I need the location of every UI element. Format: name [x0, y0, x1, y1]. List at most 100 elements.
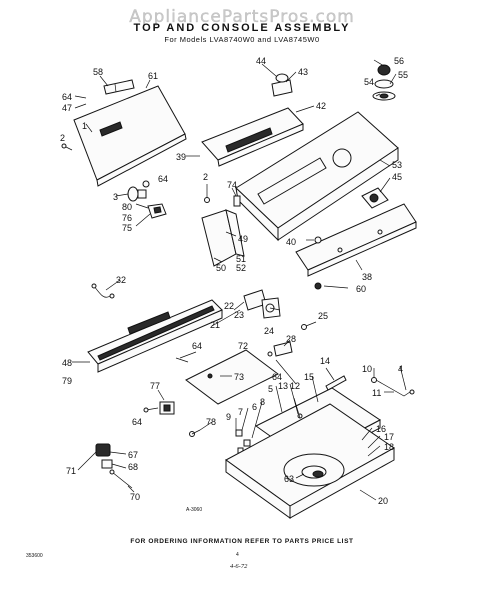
callout-21: 21	[210, 320, 220, 330]
callout-74: 74	[227, 180, 237, 190]
part-knob	[127, 180, 150, 202]
part-clamp	[271, 73, 293, 97]
part-screw	[301, 321, 317, 330]
callout-22: 22	[224, 301, 234, 311]
part-spacer	[233, 195, 241, 207]
ordering-note: FOR ORDERING INFORMATION REFER TO PARTS …	[130, 538, 354, 545]
part-console-panel	[201, 107, 304, 167]
part-bracket-plate	[295, 203, 417, 277]
callout-50: 50	[216, 263, 226, 273]
callout-39: 39	[176, 152, 186, 162]
callout-52: 52	[236, 263, 246, 273]
part-timer-dial	[361, 187, 389, 209]
callout-70: 70	[130, 492, 140, 502]
callout-17: 17	[384, 432, 394, 442]
callout-44: 44	[256, 56, 266, 66]
callout-67: 67	[128, 450, 138, 460]
part-control-rail	[87, 299, 223, 373]
part-screw	[306, 236, 322, 244]
callout-64: 64	[132, 417, 142, 427]
part-screw	[143, 407, 159, 413]
callout-13: 13	[278, 381, 288, 391]
callout-64: 64	[192, 341, 202, 351]
part-screw	[61, 143, 73, 151]
callout-56: 56	[394, 56, 404, 66]
part-rod	[103, 79, 135, 95]
part-control-panel-plate	[73, 85, 187, 187]
callout-6: 6	[252, 402, 257, 412]
part-timer-switch	[159, 401, 175, 415]
callout-2: 2	[60, 133, 65, 143]
callout-9: 9	[226, 412, 231, 422]
part-washer-top	[225, 403, 395, 519]
part-clip	[147, 203, 167, 219]
part-wire-clip	[371, 377, 415, 397]
callout-5: 5	[268, 384, 273, 394]
callout-77: 77	[150, 381, 160, 391]
callout-38: 38	[362, 272, 372, 282]
callout-72: 72	[238, 341, 248, 351]
part-dial-knob	[372, 64, 396, 101]
callout-76: 76	[122, 213, 132, 223]
callout-32: 32	[116, 275, 126, 285]
callout-64: 64	[158, 174, 168, 184]
callout-79: 79	[62, 376, 72, 386]
diagram-code: A-3060	[186, 507, 202, 513]
callout-18: 18	[384, 442, 394, 452]
handwritten-date: 4-6-72	[230, 563, 248, 570]
callout-42: 42	[316, 101, 326, 111]
callout-60: 60	[356, 284, 366, 294]
callout-64: 64	[62, 92, 72, 102]
diagram-title: TOP AND CONSOLE ASSEMBLY	[133, 22, 351, 34]
callout-4: 4	[398, 364, 403, 374]
part-mounting-bracket	[201, 209, 245, 267]
callout-10: 10	[362, 364, 372, 374]
callout-43: 43	[298, 67, 308, 77]
callout-7: 7	[238, 407, 243, 417]
callout-24: 24	[264, 326, 274, 336]
callout-3: 3	[113, 192, 118, 202]
callout-labels: 58 61 64 47 1 2 3 80 64 76 75 44 43 42 3…	[60, 56, 408, 506]
leader-lines	[72, 59, 407, 501]
callout-15: 15	[304, 372, 314, 382]
part-screw	[204, 184, 210, 203]
callout-73: 73	[234, 372, 244, 382]
part-lever	[267, 341, 293, 357]
watermark-logo: AppliancePartsPros.com	[129, 7, 355, 27]
callout-48: 48	[62, 358, 72, 368]
callout-47: 47	[62, 103, 72, 113]
diagram-subtitle: For Models LVA8740W0 and LVA8745W0	[164, 35, 320, 44]
page-number: 4	[236, 552, 239, 558]
part-water-inlet	[95, 443, 113, 469]
callout-2: 2	[203, 172, 208, 182]
callout-64: 64	[272, 372, 282, 382]
part-mounting-plate	[185, 349, 279, 405]
callout-71: 71	[66, 466, 76, 476]
callout-14: 14	[320, 356, 330, 366]
callout-80: 80	[122, 202, 132, 212]
part-switch	[243, 289, 281, 319]
callout-75: 75	[122, 223, 132, 233]
callout-49: 49	[238, 234, 248, 244]
part-fill-hose	[109, 469, 133, 489]
callout-40: 40	[286, 237, 296, 247]
callout-68: 68	[128, 462, 138, 472]
callout-53: 53	[392, 160, 402, 170]
callout-20: 20	[378, 496, 388, 506]
part-hose-clip	[189, 429, 201, 437]
part-wire-harness	[91, 283, 115, 299]
part-console-housing	[235, 111, 399, 242]
callout-58: 58	[93, 67, 103, 77]
callout-11: 11	[372, 388, 381, 398]
callout-55: 55	[398, 70, 408, 80]
callout-63: 63	[284, 474, 294, 484]
callout-45: 45	[392, 172, 402, 182]
callout-61: 61	[148, 71, 158, 81]
callout-25: 25	[318, 311, 328, 321]
callout-28: 28	[286, 334, 296, 344]
part-screw	[175, 357, 189, 363]
callout-78: 78	[206, 417, 216, 427]
callout-16: 16	[376, 424, 386, 434]
